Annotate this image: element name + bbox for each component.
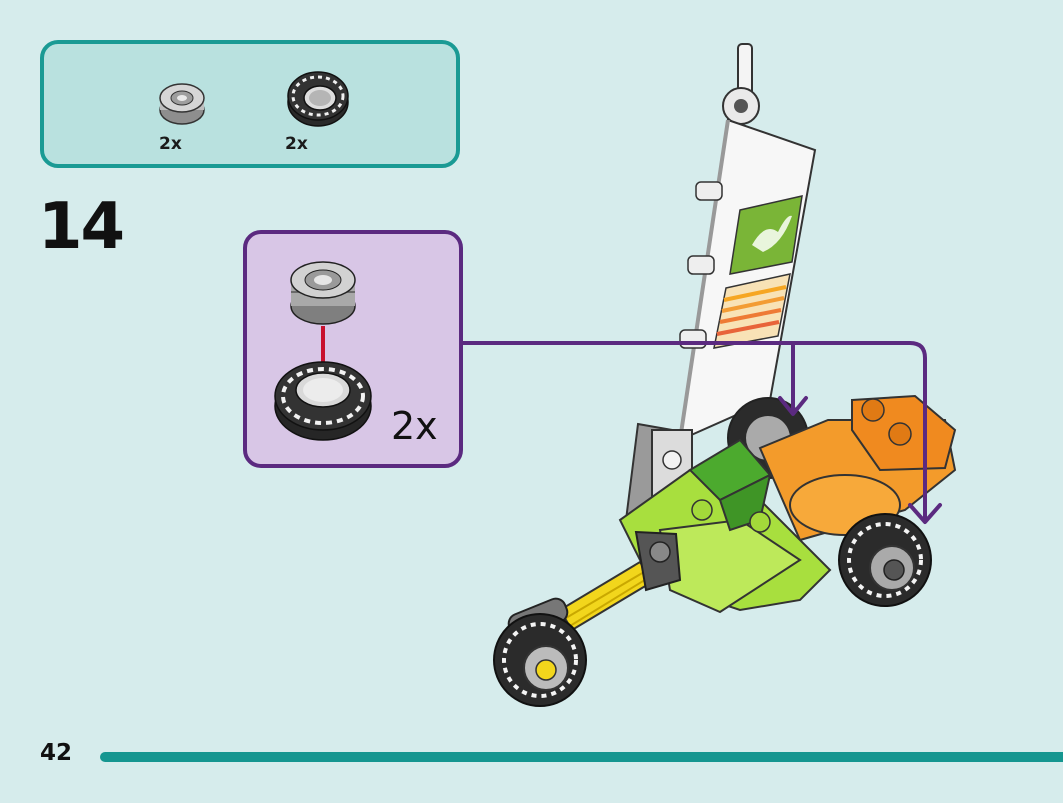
rim-quantity: 2x — [159, 134, 182, 154]
bird-decal — [729, 195, 803, 275]
sub-assembly-callout: 2x — [243, 230, 463, 468]
page-progress-bar — [100, 752, 1063, 762]
step-number: 14 — [38, 190, 125, 264]
tire-icon — [274, 361, 372, 441]
tire-icon — [284, 68, 352, 130]
tire-quantity: 2x — [285, 134, 308, 154]
placement-arrows — [461, 341, 942, 524]
sub-assembly-quantity: 2x — [391, 404, 438, 448]
wheel-rim-icon — [156, 82, 208, 128]
rim-icon — [290, 261, 356, 325]
sub-assembly-diagram — [274, 261, 372, 441]
parts-list-panel: 2x 2x — [40, 40, 460, 168]
stripes-decal — [713, 273, 791, 349]
page-number: 42 — [40, 740, 73, 766]
